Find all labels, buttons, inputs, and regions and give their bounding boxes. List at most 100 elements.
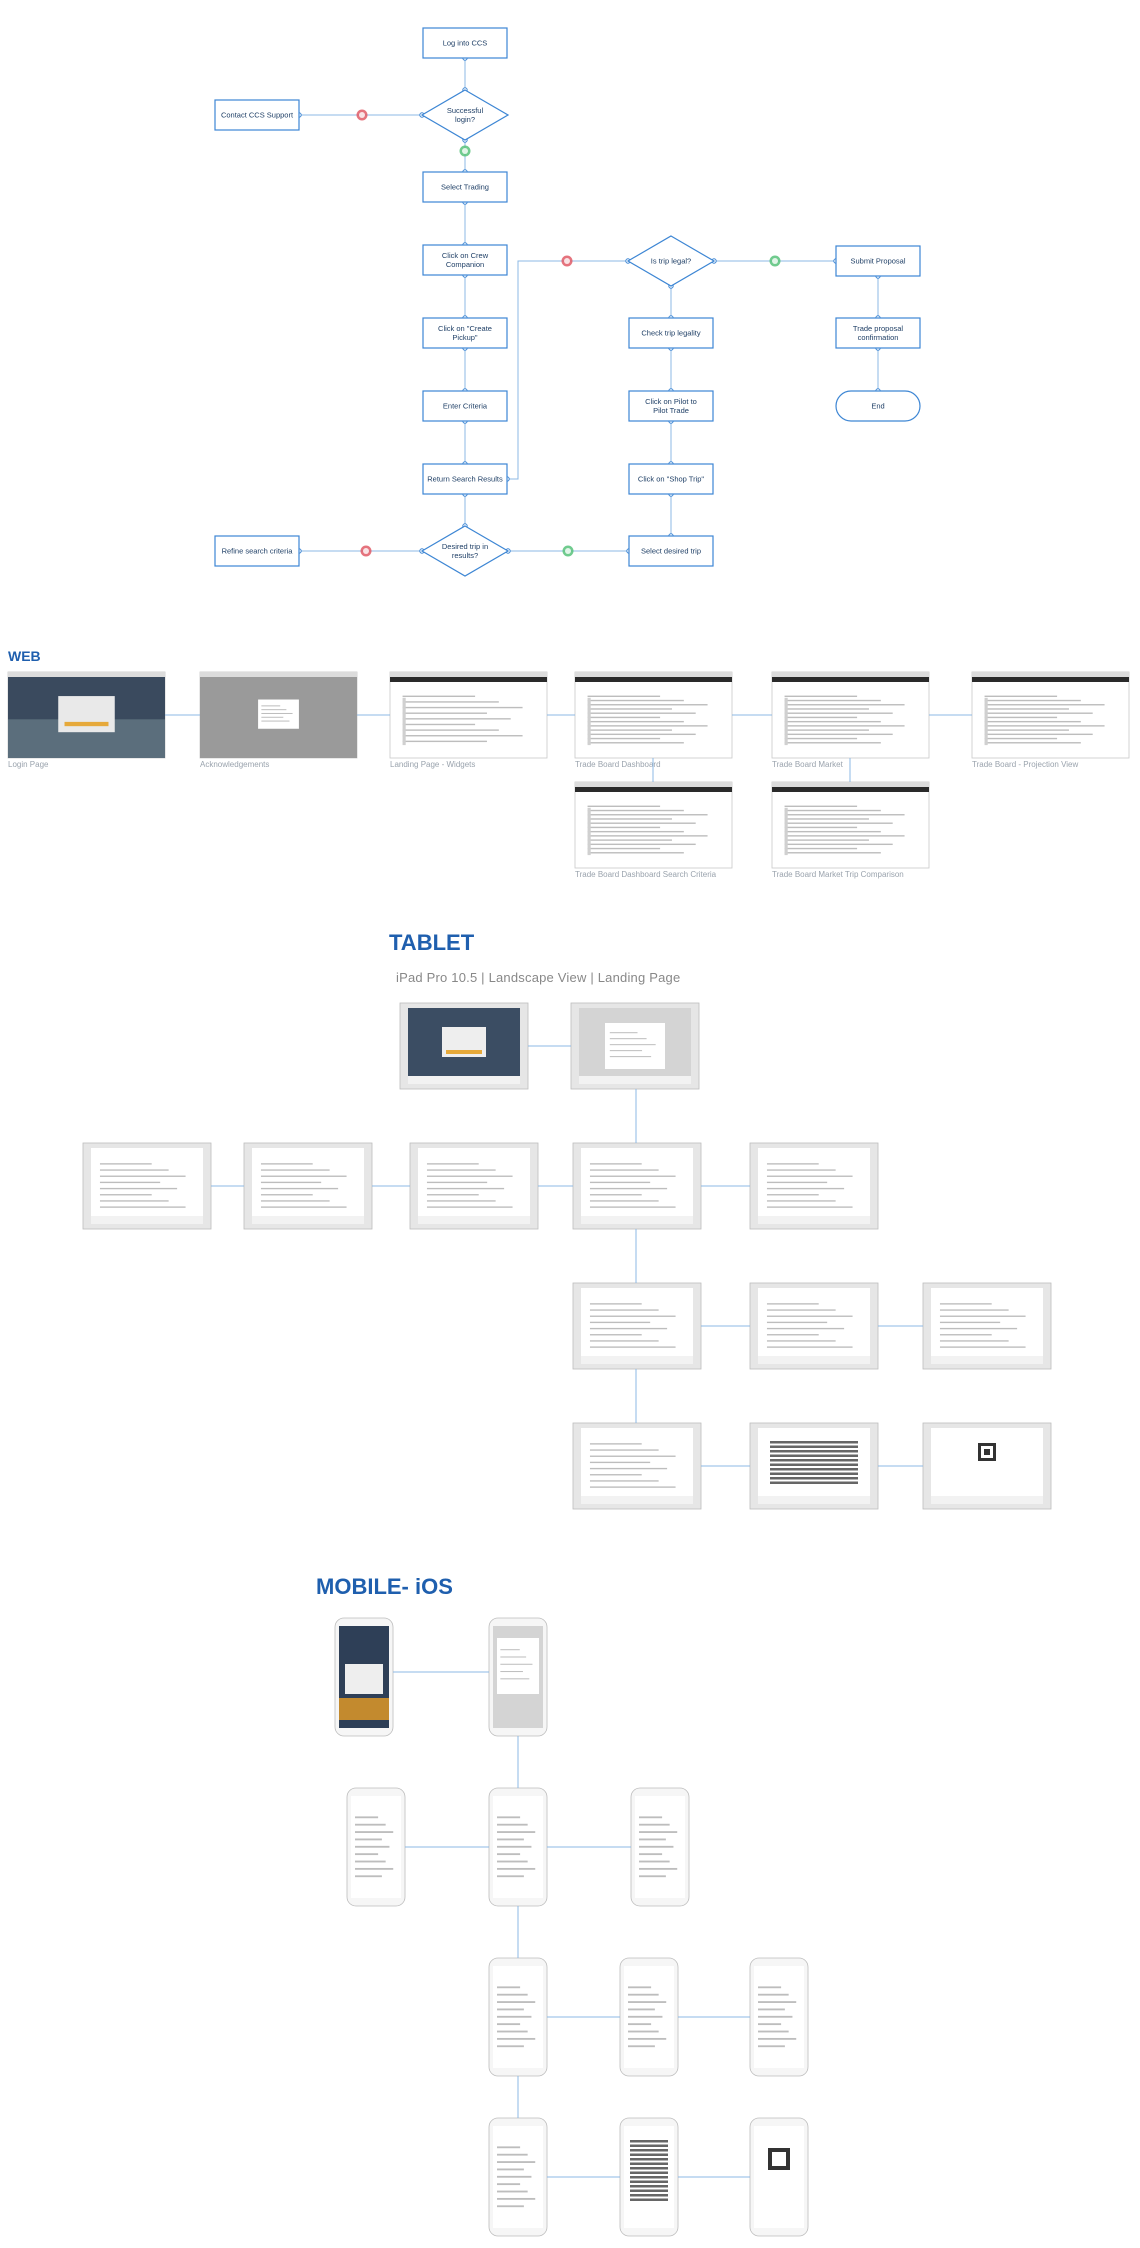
flow-node-label: Return Search Results [427,475,503,484]
tablet-screen-thumbnail [243,1142,373,1230]
tablet-screen-thumbnail [572,1422,702,1510]
wire-line [426,1187,505,1190]
wire-line [355,1845,390,1848]
wire-line [260,1175,347,1177]
wire-line [587,822,696,824]
wire-line [426,1169,496,1171]
wire-line [426,1194,479,1196]
wire-line [939,1346,1026,1348]
browser-bar [200,672,357,677]
wire-line [497,2183,521,2186]
flow-node-label: End [871,402,884,411]
phone-screen-thumbnail [488,1787,548,1907]
wire-line [587,835,708,837]
web-screen-thumbnail: Trade Board - Projection View [971,671,1130,769]
web-section-title: WEB [8,648,41,664]
wire-line [766,1163,819,1165]
web-screen-thumbnail: Trade Board Dashboard [574,671,733,769]
list-bar [770,1459,858,1462]
no-marker-icon [360,545,372,557]
sidebar [587,807,591,856]
wire-line [589,1340,659,1342]
web-screen-thumbnail: Trade Board Dashboard Search Criteria [574,781,733,879]
wire-line [766,1327,845,1330]
list-bar [770,1463,858,1466]
wire-line [497,2045,524,2048]
list-bar [630,2144,668,2147]
wire-line [784,737,858,740]
wire-line [784,699,881,702]
wire-line [589,1309,659,1311]
wire-line [589,1480,659,1482]
wire-line [628,2023,652,2026]
flow-node-label: Select desired trip [641,547,701,556]
no-marker-icon [356,109,368,121]
flow-node-results: Return Search Results [422,463,508,495]
decision-diamond [626,235,716,287]
wire-line [355,1860,386,1863]
wire-line [984,729,1069,731]
tab-bar [252,1216,364,1224]
wire-line [609,1044,656,1046]
process-box [835,317,921,349]
list-bar [770,1445,858,1448]
wire-line [402,740,487,743]
wire-line [784,818,869,820]
wire-line [766,1194,819,1196]
flow-node-label: Enter Criteria [443,402,488,411]
phone-screen-thumbnail [488,1617,548,1737]
wire-line [766,1187,845,1190]
login-card [345,1664,383,1694]
screen-caption: Trade Board Dashboard Search Criteria [575,870,717,879]
yes-marker-icon [562,545,574,557]
wire-line [261,716,284,718]
list-bar [630,2198,668,2201]
wire-line [639,1853,663,1856]
flow-node-select: Select desired trip [628,535,714,567]
web-screen-thumbnail: Trade Board Market Trip Comparison [771,781,930,879]
tablet-screen [931,1288,1043,1364]
tablet-screen-thumbnail [570,1002,700,1090]
phone-screen [754,2126,804,2228]
wire-line [587,720,684,723]
tablet-screen [581,1148,693,1224]
wire-line [260,1200,330,1202]
wire-line [784,742,881,744]
wire-line [589,1200,659,1202]
wire-line [260,1181,322,1184]
wire-line [99,1187,178,1190]
process-box [214,99,300,131]
list-bar [630,2162,668,2165]
wire-line [497,1860,528,1863]
phone-screen-thumbnail [630,1787,690,1907]
wire-line [500,1678,530,1680]
tab-bar [581,1216,693,1224]
tablet-screen [758,1288,870,1364]
wire-line [587,818,672,820]
tablet-screen-thumbnail [749,1142,879,1230]
web-screen-thumbnail: Login Page [7,671,166,769]
wire-line [784,704,905,706]
process-box [214,535,300,567]
wire-line [589,1449,659,1451]
wire-line [639,1816,663,1819]
wire-line [784,695,858,698]
wire-line [784,733,893,736]
tablet-screen [252,1148,364,1224]
browser-bar [575,672,732,677]
wire-line [587,809,684,812]
wire-line [766,1334,819,1336]
wire-line [784,843,893,846]
wire-line [260,1163,313,1165]
phone-screen-thumbnail [619,1957,679,2077]
wire-line [758,1986,782,1989]
list-bar [630,2153,668,2156]
screen-frame [971,671,1130,759]
browser-bar [8,672,165,677]
app-header [972,677,1129,682]
phone-screen-thumbnail [346,1787,406,1907]
list-bar [630,2158,668,2161]
wire-line [497,1816,521,1819]
wire-line [589,1181,651,1184]
